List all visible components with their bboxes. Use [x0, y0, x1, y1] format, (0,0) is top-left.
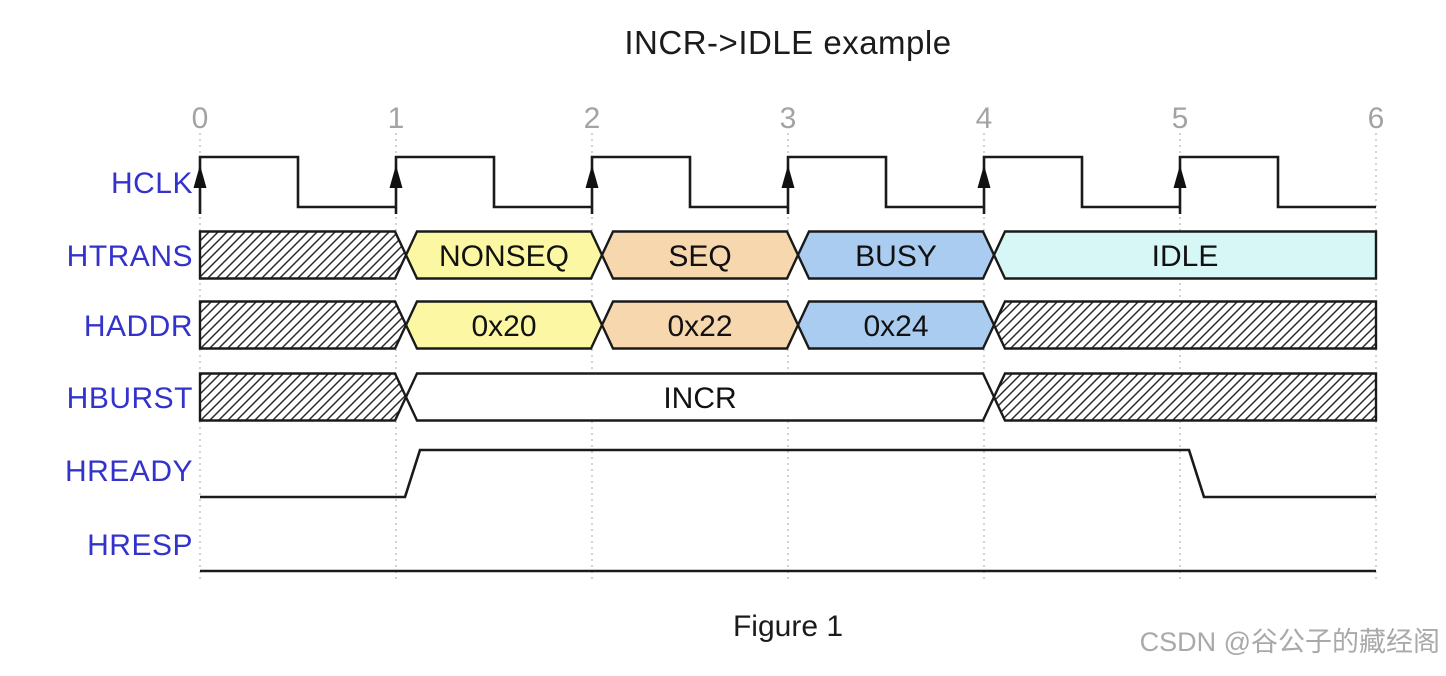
bus-segment-label: IDLE — [1152, 240, 1219, 273]
clock-rising-edge-arrow — [193, 165, 207, 188]
tick-label-0: 0 — [192, 102, 209, 135]
signal-row-haddr: 0x20 0x22 0x24 — [198, 300, 1378, 350]
signal-label-hburst: HBURST — [67, 382, 193, 415]
tick-label-4: 4 — [976, 102, 993, 135]
bus-segment-label: BUSY — [855, 240, 937, 273]
bus-segment-unknown — [992, 372, 1378, 422]
bus-segment-unknown — [992, 300, 1378, 350]
bus-segment-label: 0x20 — [471, 310, 536, 343]
signal-label-haddr: HADDR — [84, 310, 193, 343]
signal-label-hclk: HCLK — [111, 167, 193, 200]
bus-segment-BUSY — [796, 230, 996, 280]
bus-segment-label: SEQ — [668, 240, 731, 273]
tick-label-5: 5 — [1172, 102, 1189, 135]
signal-row-hclk — [193, 155, 1376, 214]
level-waveform-hready — [200, 448, 1376, 499]
signal-label-hready: HREADY — [65, 455, 193, 488]
tick-label-6: 6 — [1368, 102, 1385, 135]
bus-segment-unknown — [198, 230, 408, 280]
bus-segment-label: NONSEQ — [439, 240, 569, 273]
bus-segment-INCR — [404, 372, 996, 422]
bus-segment-0x20 — [404, 300, 604, 350]
bus-segment-unknown — [198, 300, 408, 350]
signal-row-hready — [200, 448, 1376, 499]
signal-row-hburst: INCR — [198, 372, 1378, 422]
signal-label-hresp: HRESP — [87, 529, 193, 562]
signal-label-htrans: HTRANS — [67, 240, 193, 273]
tick-label-1: 1 — [388, 102, 405, 135]
diagram-title: INCR->IDLE example — [624, 24, 952, 61]
bus-segment-NONSEQ — [404, 230, 604, 280]
csdn-watermark: CSDN @谷公子的藏经阁 — [1139, 627, 1440, 657]
signal-row-htrans: NONSEQ SEQ BUSY IDLE — [198, 230, 1378, 280]
clock-rising-edge-arrow — [977, 165, 991, 188]
tick-label-3: 3 — [780, 102, 797, 135]
bus-segment-0x24 — [796, 300, 996, 350]
clock-rising-edge-arrow — [389, 165, 403, 188]
tick-label-2: 2 — [584, 102, 601, 135]
bus-segment-SEQ — [600, 230, 800, 280]
bus-segment-label: INCR — [663, 382, 736, 415]
bus-segment-unknown — [198, 372, 408, 422]
bus-segment-label: 0x24 — [863, 310, 928, 343]
bus-segment-label: 0x22 — [667, 310, 732, 343]
clock-rising-edge-arrow — [1173, 165, 1187, 188]
clock-rising-edge-arrow — [781, 165, 795, 188]
clock-rising-edge-arrow — [585, 165, 599, 188]
figure-caption: Figure 1 — [732, 610, 844, 643]
clock-waveform — [198, 155, 1376, 214]
bus-segment-0x22 — [600, 300, 800, 350]
bus-segment-IDLE — [992, 230, 1378, 280]
